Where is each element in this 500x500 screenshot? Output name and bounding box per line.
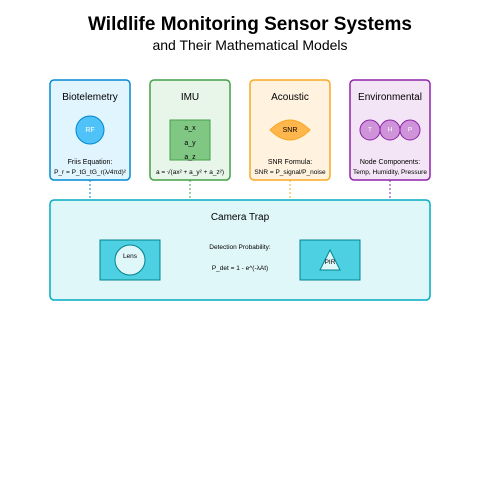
sensor-label-biotelemetry: Biotelemetry <box>62 92 118 103</box>
snr-title: SNR Formula: <box>268 159 312 166</box>
lens-label: Lens <box>123 253 138 260</box>
node-label-t: T <box>368 127 372 134</box>
sensor-box-biotelemetry: Biotelemetry RF Friis Equation: P_r = P_… <box>49 79 131 181</box>
camera-trap-label: Camera Trap <box>211 212 270 223</box>
imu-icon <box>169 119 211 161</box>
detection-probability-formula: P_det = 1 - e^(-λAt) <box>212 265 268 272</box>
pir-label: PIR <box>325 259 336 266</box>
sensor-box-acoustic: Acoustic SNR SNR Formula: SNR = P_signal… <box>249 79 331 181</box>
snr-icon-label: SNR <box>283 127 298 134</box>
page-title: Wildlife Monitoring Sensor Systems <box>88 14 412 35</box>
pir-sensor-icon <box>319 248 341 271</box>
node-label-p: P <box>408 127 412 134</box>
imu-axis-x: a_x <box>184 125 196 132</box>
detection-probability-title: Detection Probability: <box>209 244 271 251</box>
node-components-title: Node Components: <box>360 159 420 166</box>
page-subtitle: and Their Mathematical Models <box>152 37 347 53</box>
imu-formula: a = √(ax² + a_y² + a_z²) <box>156 168 224 176</box>
imu-axis-y: a_y <box>184 140 196 147</box>
camera-trap-box: Camera Trap Lens Detection Probability: … <box>49 199 431 301</box>
soundwave-icon <box>269 119 311 141</box>
node-components-text: Temp, Humidity, Pressure <box>353 169 427 176</box>
sensor-label-environmental: Environmental <box>358 92 422 103</box>
pressure-node-icon <box>399 119 421 141</box>
sensor-label-acoustic: Acoustic <box>271 92 309 103</box>
sensor-label-imu: IMU <box>181 92 199 103</box>
lens-icon <box>114 244 146 276</box>
imu-axis-z: a_z <box>184 154 196 161</box>
friis-title: Friis Equation: <box>68 159 113 166</box>
friis-formula: P_r = P_tG_tG_r(λ/4πd)² <box>54 169 127 176</box>
rf-icon-label: RF <box>85 127 94 134</box>
snr-formula: SNR = P_signal/P_noise <box>254 169 326 176</box>
node-label-h: H <box>388 127 393 134</box>
pir-body-icon <box>299 239 361 281</box>
sensor-box-imu: IMU a_x a_y a_z a = √(ax² + a_y² + a_z²) <box>149 79 231 181</box>
rf-icon <box>75 115 105 145</box>
sensor-box-environmental: Environmental T H P Node Components: Tem… <box>349 79 431 181</box>
